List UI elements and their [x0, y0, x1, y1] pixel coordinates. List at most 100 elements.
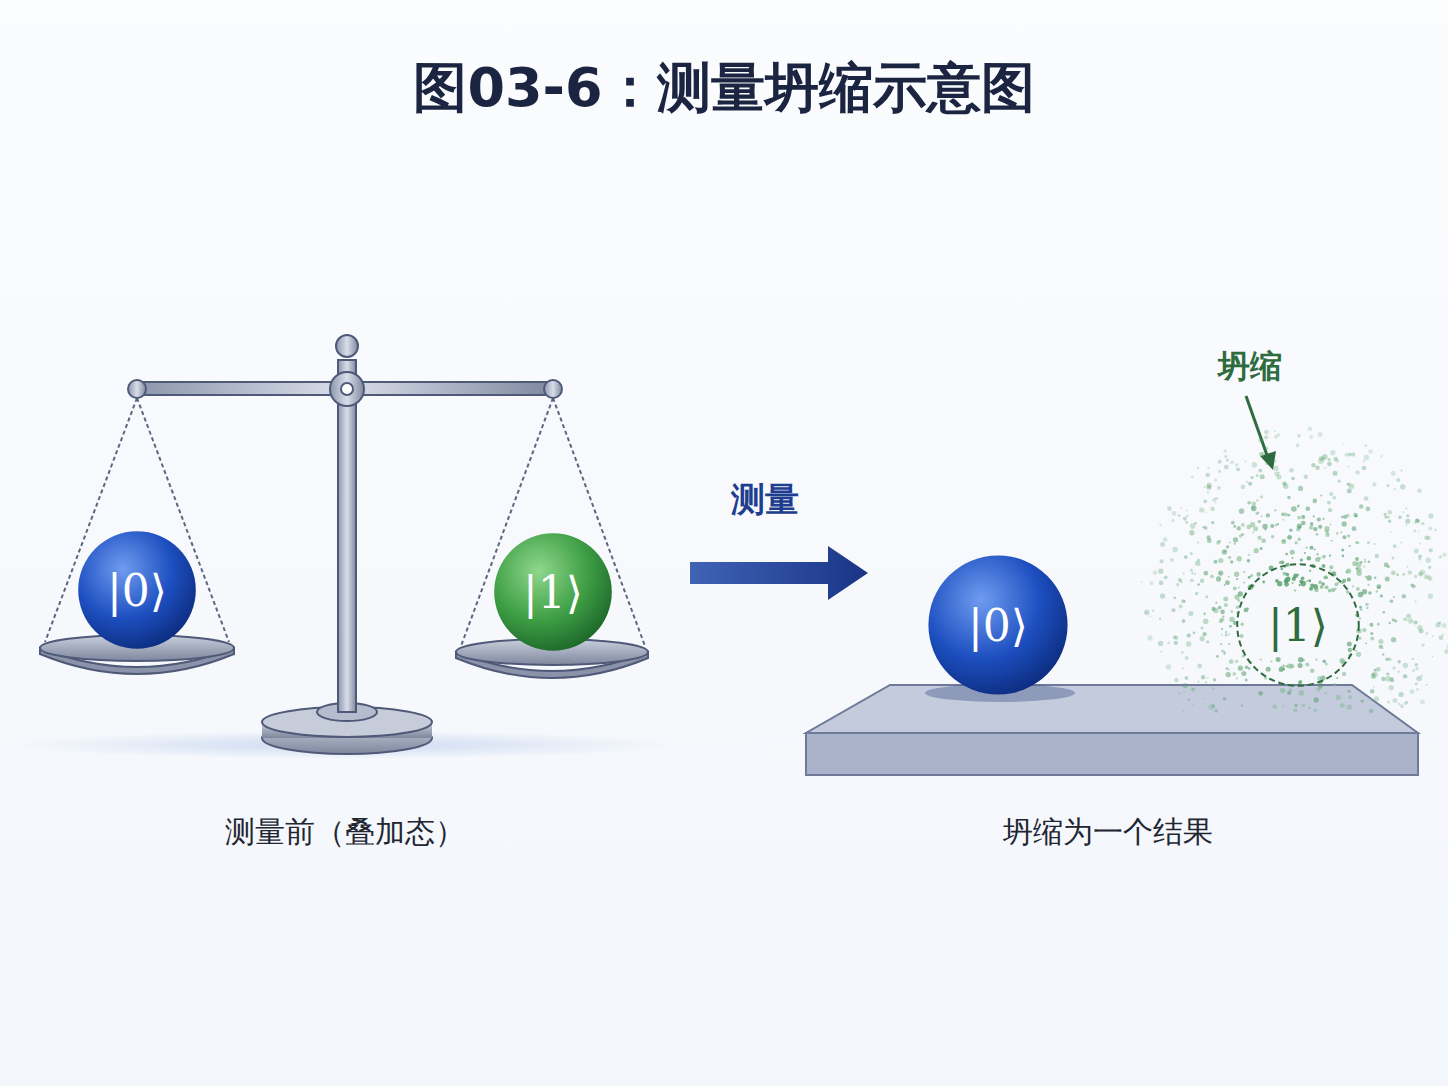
particle [1292, 577, 1296, 581]
particle [1181, 651, 1184, 654]
particle [1225, 631, 1227, 633]
particle [1222, 549, 1227, 554]
particle [1406, 514, 1409, 517]
particle [1287, 496, 1291, 500]
particle [1383, 611, 1386, 614]
particle [1446, 644, 1448, 649]
particle [1219, 619, 1223, 623]
particle [1333, 683, 1337, 687]
particle [1384, 513, 1387, 516]
particle [1444, 649, 1448, 654]
particle [1213, 678, 1216, 681]
particle [1160, 650, 1162, 652]
particle [1174, 636, 1178, 640]
particle [1159, 618, 1161, 620]
particle [1364, 559, 1366, 561]
particle [1228, 643, 1230, 645]
particle [1415, 663, 1418, 666]
particle [1355, 557, 1359, 561]
particle [1266, 513, 1270, 517]
particle [1374, 696, 1379, 701]
particle [1204, 698, 1206, 700]
particle [1167, 506, 1172, 511]
particle [1223, 597, 1228, 602]
particle [1229, 659, 1234, 664]
particle [1285, 577, 1290, 582]
particle [1258, 438, 1263, 443]
particle [1260, 495, 1263, 498]
particle [1329, 555, 1331, 557]
particle [1295, 704, 1298, 707]
particle [1207, 467, 1209, 469]
particle [1215, 501, 1217, 503]
particle [1287, 691, 1291, 695]
particle [1421, 674, 1423, 676]
particle [1224, 455, 1227, 458]
particle [1398, 516, 1402, 520]
particle [1220, 610, 1225, 615]
particle [1381, 677, 1385, 681]
particle [1421, 522, 1424, 525]
particle [1391, 679, 1395, 683]
particle [1170, 558, 1174, 562]
caption-after: 坍缩为一个结果 [1003, 812, 1213, 853]
state-label: |1⟩ [1268, 600, 1328, 651]
particle [1330, 524, 1332, 526]
particle [1318, 459, 1323, 464]
particle [1367, 584, 1369, 586]
particle [1223, 697, 1227, 701]
particle [1388, 520, 1391, 523]
particle [1191, 476, 1194, 479]
particle [1152, 609, 1155, 612]
particle [1361, 700, 1364, 703]
particle [1282, 705, 1284, 707]
state-label: |0⟩ [107, 565, 167, 616]
particle [1417, 488, 1422, 493]
particle [1172, 608, 1176, 612]
particle [1274, 430, 1276, 432]
particle [1442, 623, 1447, 628]
particle [1370, 636, 1374, 640]
measure-arrow [690, 546, 868, 600]
particle [1298, 526, 1301, 529]
particle [1205, 595, 1208, 598]
particle [1306, 580, 1308, 582]
particle [1254, 548, 1259, 553]
particle [1349, 545, 1351, 547]
particle [1397, 660, 1400, 663]
particle [1420, 570, 1425, 575]
particle [1201, 626, 1204, 629]
particle [1426, 684, 1428, 686]
particle [1202, 526, 1204, 528]
particle [1290, 550, 1295, 555]
particle [1304, 475, 1308, 479]
particle [1325, 585, 1329, 589]
particle [1382, 653, 1384, 655]
particle [1413, 530, 1416, 533]
particle [1428, 566, 1431, 569]
particle [1279, 561, 1282, 564]
particle [1324, 467, 1326, 469]
particle [1403, 674, 1408, 679]
particle [1346, 568, 1351, 573]
particle [1364, 496, 1369, 501]
particle [1335, 582, 1339, 586]
particle [1345, 571, 1348, 574]
particle [1218, 460, 1222, 464]
collapsed-state-circle: |1⟩ [1236, 563, 1360, 687]
particle [1147, 635, 1152, 640]
particle [1190, 579, 1194, 583]
particle [1400, 484, 1405, 489]
particle [1246, 481, 1248, 483]
particle [1222, 616, 1224, 618]
particle [1158, 641, 1163, 646]
particle [1237, 556, 1242, 561]
particle [1225, 580, 1230, 585]
particle [1313, 499, 1318, 504]
particle [1355, 470, 1359, 474]
particle [1418, 557, 1421, 560]
particle [1359, 617, 1361, 619]
particle [1160, 542, 1165, 547]
qubit-ball: |0⟩ [77, 530, 197, 650]
particle [1203, 500, 1207, 504]
